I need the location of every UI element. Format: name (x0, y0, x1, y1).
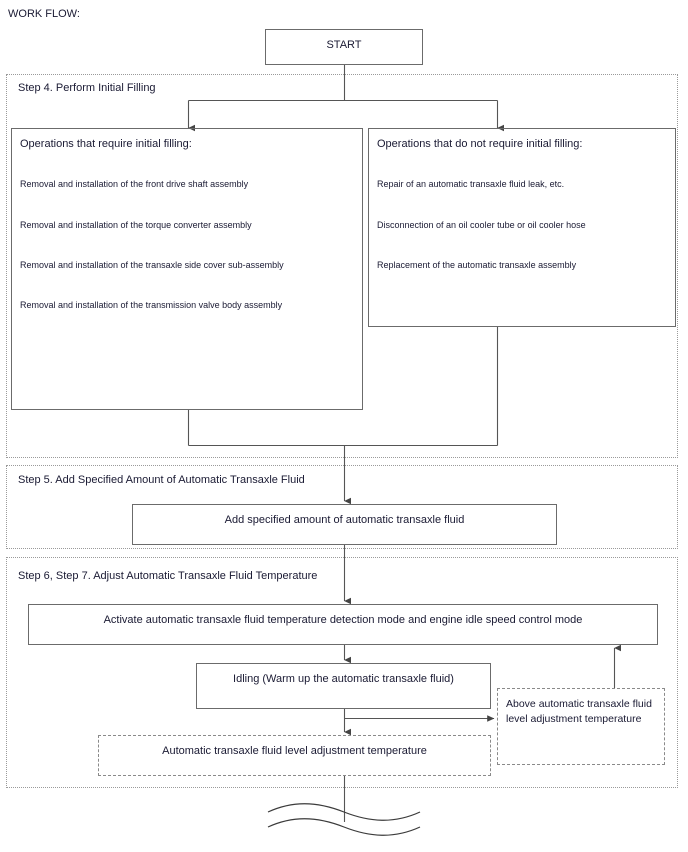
above-adjustment-temperature-label: Above automatic transaxle fluid level ad… (506, 698, 652, 725)
not-require-box-item-0: Repair of an automatic transaxle fluid l… (377, 179, 565, 189)
step67-title: Step 6, Step 7. Adjust Automatic Transax… (18, 570, 318, 582)
wavy-break-icon-upper (267, 803, 421, 821)
step67-group (6, 557, 678, 788)
not-require-box-item-1: Disconnection of an oil cooler tube or o… (377, 220, 586, 230)
above-adjustment-temperature-node[interactable]: Above automatic transaxle fluid level ad… (497, 688, 665, 765)
require-box-item-3: Removal and installation of the transmis… (20, 300, 283, 310)
not-require-box-heading: Operations that do not require initial f… (377, 138, 583, 150)
operations-not-require-initial-filling-box: Operations that do not require initial f… (368, 128, 676, 327)
activate-detection-mode-node[interactable]: Activate automatic transaxle fluid tempe… (28, 604, 658, 645)
operations-require-initial-filling-box: Operations that require initial filling:… (11, 128, 363, 410)
add-specified-amount-label: Add specified amount of automatic transa… (224, 514, 465, 526)
idling-label: Idling (Warm up the automatic transaxle … (233, 673, 454, 685)
page-title: WORK FLOW: (8, 8, 80, 20)
require-box-item-2: Removal and installation of the transaxl… (20, 260, 284, 270)
activate-detection-mode-label: Activate automatic transaxle fluid tempe… (103, 614, 583, 626)
not-require-box-item-2: Replacement of the automatic transaxle a… (377, 260, 577, 270)
fluid-level-adjustment-temperature-node[interactable]: Automatic transaxle fluid level adjustme… (98, 735, 491, 776)
fluid-level-adjustment-temperature-label: Automatic transaxle fluid level adjustme… (162, 745, 427, 757)
wavy-break-icon-lower (267, 818, 421, 836)
step5-group (6, 465, 678, 549)
require-box-item-0: Removal and installation of the front dr… (20, 179, 249, 189)
step4-group (6, 74, 678, 458)
require-box-heading: Operations that require initial filling: (20, 138, 192, 150)
add-specified-amount-node[interactable]: Add specified amount of automatic transa… (132, 504, 557, 545)
idling-node[interactable]: Idling (Warm up the automatic transaxle … (196, 663, 491, 709)
step4-title: Step 4. Perform Initial Filling (18, 82, 156, 94)
require-box-item-1: Removal and installation of the torque c… (20, 220, 252, 230)
start-node-label: START (326, 39, 362, 51)
start-node[interactable]: START (265, 29, 423, 65)
step5-title: Step 5. Add Specified Amount of Automati… (18, 474, 305, 486)
